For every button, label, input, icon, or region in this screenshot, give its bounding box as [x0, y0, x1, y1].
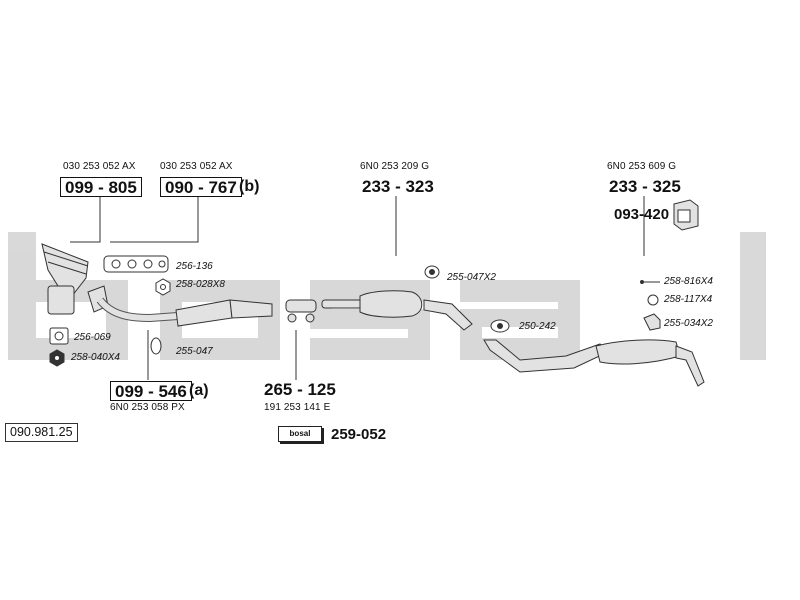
muffler-icon	[321, 290, 473, 331]
part-number-left-b: 090 - 767	[160, 177, 242, 197]
ref-255-034x2: 255-034X2	[664, 318, 713, 329]
ref-250-242: 250-242	[519, 321, 556, 332]
gasket-icon	[150, 337, 162, 355]
ref-256-136: 256-136	[176, 261, 213, 272]
gasket-icon	[103, 255, 169, 273]
manifold-icon	[41, 243, 89, 315]
part-number-rear: 233 - 325	[609, 177, 681, 196]
part-number-kit: 259-052	[331, 426, 387, 443]
ref-255-047x2: 255-047X2	[447, 272, 496, 283]
rubber-hanger-icon	[424, 265, 440, 279]
clamp-icon	[673, 199, 699, 231]
part-suffix-left-b: (b)	[239, 178, 260, 195]
oe-number-center: 6N0 253 209 G	[360, 161, 430, 172]
nut-icon	[155, 278, 171, 296]
nut-icon	[49, 349, 65, 367]
gasket-icon	[647, 294, 659, 306]
ref-258-040x4: 258-040X4	[71, 352, 120, 363]
oe-number-front-pipe: 6N0 253 058 PX	[110, 402, 185, 413]
rubber-hanger-icon	[490, 319, 510, 333]
clamp-icon	[285, 299, 317, 323]
part-number-rear-clamp: 093-420	[614, 206, 670, 223]
oe-number-intermediate: 191 253 141 E	[264, 402, 331, 413]
ref-258-117x4: 258-117X4	[664, 294, 713, 305]
muffler-icon	[483, 339, 705, 387]
oe-number-left-a: 030 253 052 AX	[63, 161, 136, 172]
gasket-icon	[49, 327, 69, 345]
bolt-icon	[640, 280, 658, 284]
oe-number-rear: 6N0 253 609 G	[607, 161, 677, 172]
part-number-intermediate: 265 - 125	[264, 380, 336, 399]
watermark-logo	[8, 232, 766, 360]
ref-255-047: 255-047	[176, 346, 213, 357]
ref-258-816x4: 258-816X4	[664, 276, 713, 287]
ref-256-069: 256-069	[74, 332, 111, 343]
bosal-kit-logo: bosal	[278, 426, 322, 442]
oe-number-left-b: 030 253 052 AX	[160, 161, 233, 172]
catalytic-converter-icon	[87, 285, 273, 327]
diagram-number: 090.981.25	[5, 423, 78, 442]
part-suffix-front-pipe: (a)	[189, 382, 209, 399]
part-number-front-pipe: 099 - 546	[110, 381, 192, 401]
bracket-icon	[643, 313, 661, 331]
part-number-center: 233 - 323	[362, 177, 434, 196]
part-number-left-a: 099 - 805	[60, 177, 142, 197]
ref-258-028x8: 258-028X8	[176, 279, 225, 290]
